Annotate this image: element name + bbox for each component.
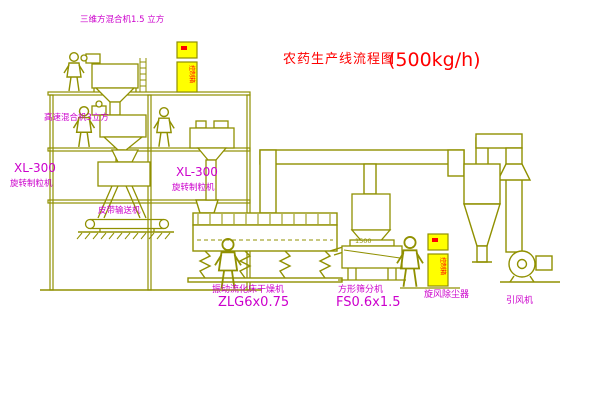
cabinet-indicator — [432, 238, 438, 242]
label-high-speed-mixer: 高速混合机3立方 — [44, 112, 109, 123]
cyclone-separator — [463, 133, 532, 263]
label-dryer-name: 振动流化床干燥机 — [212, 283, 284, 295]
label-granulator-left-name: 旋转制粒机 — [10, 178, 53, 189]
label-cyclone: 旋风除尘器 — [424, 288, 469, 300]
exhaust-duct — [259, 149, 465, 214]
drawing-capacity: (500kg/h) — [388, 49, 481, 71]
label-granulator-mid-name: 旋转制粒机 — [172, 182, 215, 193]
granulator-left — [97, 149, 151, 219]
belt-conveyor — [84, 218, 170, 232]
label-belt-conveyor: 皮带输送机 — [98, 205, 141, 216]
label-top-mixer: 三维方混合机1.5 立方 — [80, 14, 164, 25]
top-mixer — [80, 53, 147, 116]
label-sieve-name: 方形筛分机 — [338, 283, 383, 295]
label-granulator-mid-model: XL-300 — [176, 165, 218, 179]
drawing-title: 农药生产线流程图 — [283, 52, 395, 67]
label-bin-mark: 1500 — [355, 237, 372, 245]
feed-bin — [350, 193, 392, 245]
rain-cap — [496, 163, 532, 181]
worker-floor2-right — [153, 106, 175, 148]
control-cabinet-right: 控制箱 — [427, 233, 449, 287]
induced-draft-fan — [500, 250, 560, 283]
fluid-bed-dryer — [187, 199, 351, 283]
platform-structure — [40, 91, 262, 291]
square-sieve — [338, 239, 406, 281]
cabinet-indicator — [181, 46, 187, 50]
cabinet-right-label: 控制箱 — [439, 257, 447, 275]
label-granulator-left-model: XL-300 — [14, 161, 56, 175]
control-cabinet-top: 控制箱 — [176, 41, 198, 93]
granulator-mid — [189, 120, 235, 201]
hatched-floor — [76, 231, 174, 240]
label-sieve-model: FS0.6x1.5 — [336, 295, 401, 310]
label-dryer-model: ZLG6x0.75 — [218, 295, 289, 310]
cabinet-top-label: 控制箱 — [188, 65, 196, 83]
label-fan: 引风机 — [506, 294, 533, 306]
